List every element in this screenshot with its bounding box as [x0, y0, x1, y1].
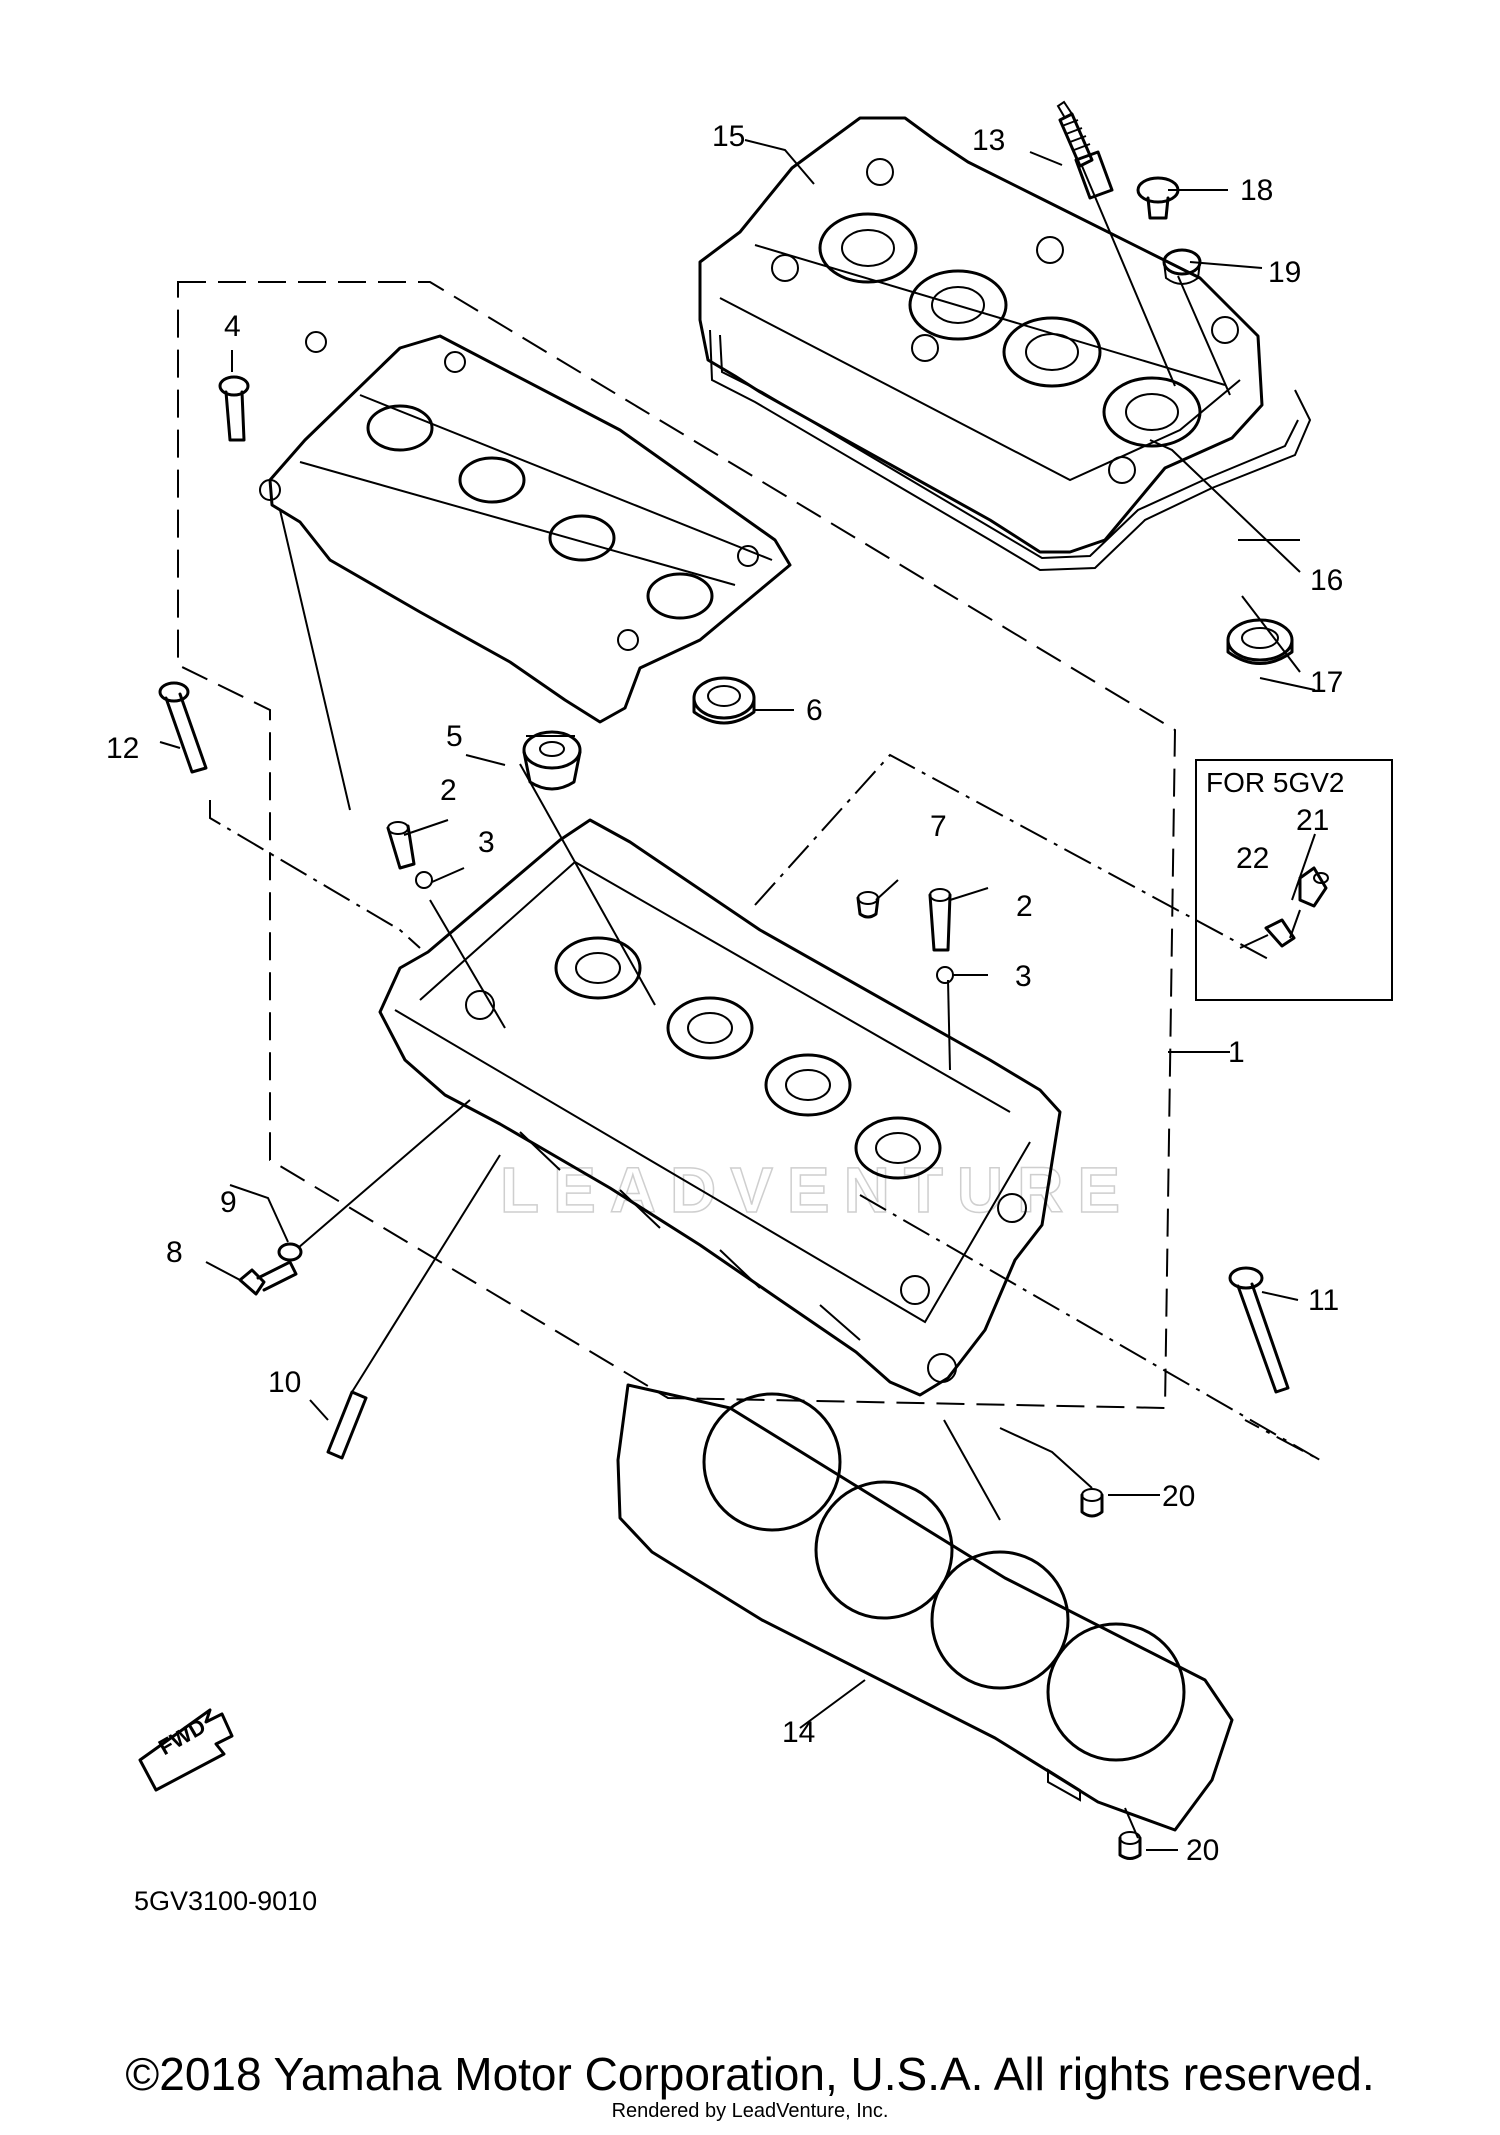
assembly-line-12: [209, 800, 421, 949]
callout-12: 12: [106, 732, 139, 765]
callout-20b: 20: [1186, 1834, 1219, 1867]
inset-box: [1195, 759, 1393, 1001]
stud-10: [326, 1390, 368, 1460]
callout-19: 19: [1268, 256, 1301, 289]
spark-plug: [1056, 100, 1114, 200]
callout-16: 16: [1310, 564, 1343, 597]
fwd-label: FWD: [154, 1713, 210, 1760]
cover-gasket-inner: [719, 334, 1299, 560]
leader-lines: [159, 139, 1316, 1851]
callout-3a: 3: [478, 826, 495, 859]
sensor-22: [1264, 918, 1296, 948]
valve-guide-2b: [928, 888, 952, 952]
head-cover: [698, 116, 1264, 554]
head-gasket: [616, 1383, 1234, 1832]
callout-22: 22: [1236, 842, 1269, 875]
watermark: LEADVENTURE: [500, 1154, 1134, 1226]
callout-10: 10: [268, 1366, 301, 1399]
callout-21: 21: [1296, 804, 1329, 837]
dowel-7: [856, 891, 880, 919]
copyright-notice: ©2018 Yamaha Motor Corporation, U.S.A. A…: [125, 2048, 1375, 2100]
callout-2b: 2: [1016, 890, 1033, 923]
callout-7: 7: [930, 810, 947, 843]
callout-13: 13: [972, 124, 1005, 157]
callout-15: 15: [712, 120, 745, 153]
callout-8: 8: [166, 1236, 183, 1269]
callout-9: 9: [220, 1186, 237, 1219]
cap-bolt: [218, 375, 250, 442]
assembly-outline: [177, 281, 1177, 1410]
callout-17: 17: [1310, 666, 1343, 699]
valve-guide-2a: [386, 821, 416, 870]
dowel-20a: [1080, 1488, 1104, 1518]
camshaft-cap: [259, 331, 792, 724]
callout-11: 11: [1308, 1284, 1339, 1317]
diagram-code: 5GV3100-9010: [134, 1886, 317, 1916]
callout-1: 1: [1228, 1036, 1245, 1069]
assembly-line-gasket: [859, 1194, 1321, 1461]
washer-9: [277, 1242, 303, 1262]
callout-5: 5: [446, 720, 463, 753]
callout-14: 14: [782, 1716, 815, 1749]
seal-6: [692, 676, 756, 725]
callout-2a: 2: [440, 774, 457, 807]
sensor-21: [1298, 866, 1329, 908]
bolt-12: [158, 681, 208, 774]
assembly-line-cover: [754, 753, 1271, 961]
callout-18: 18: [1240, 174, 1273, 207]
cover-washer: [1162, 248, 1202, 285]
circlip-3b: [936, 966, 954, 984]
inset-title: FOR 5GV2: [1206, 767, 1344, 798]
bolt-11: [1228, 1266, 1290, 1394]
callout-20a: 20: [1162, 1480, 1195, 1513]
circlip-3a: [415, 871, 433, 889]
callout-6: 6: [806, 694, 823, 727]
bolt-8: [238, 1260, 298, 1296]
dowel-20b: [1118, 1831, 1142, 1860]
rendered-by-credit: Rendered by LeadVenture, Inc.: [611, 2100, 889, 2122]
callout-4: 4: [224, 310, 241, 343]
cylinder-head: [378, 818, 1062, 1397]
variant-inset: FOR 5GV2: [1195, 759, 1393, 1001]
fwd-arrow: FWD: [138, 1708, 234, 1792]
grommet-17: [1226, 618, 1294, 665]
plug-5: [522, 730, 582, 791]
cover-gasket: [709, 329, 1312, 572]
cover-bolt: [1136, 176, 1180, 220]
callout-3b: 3: [1015, 960, 1032, 993]
